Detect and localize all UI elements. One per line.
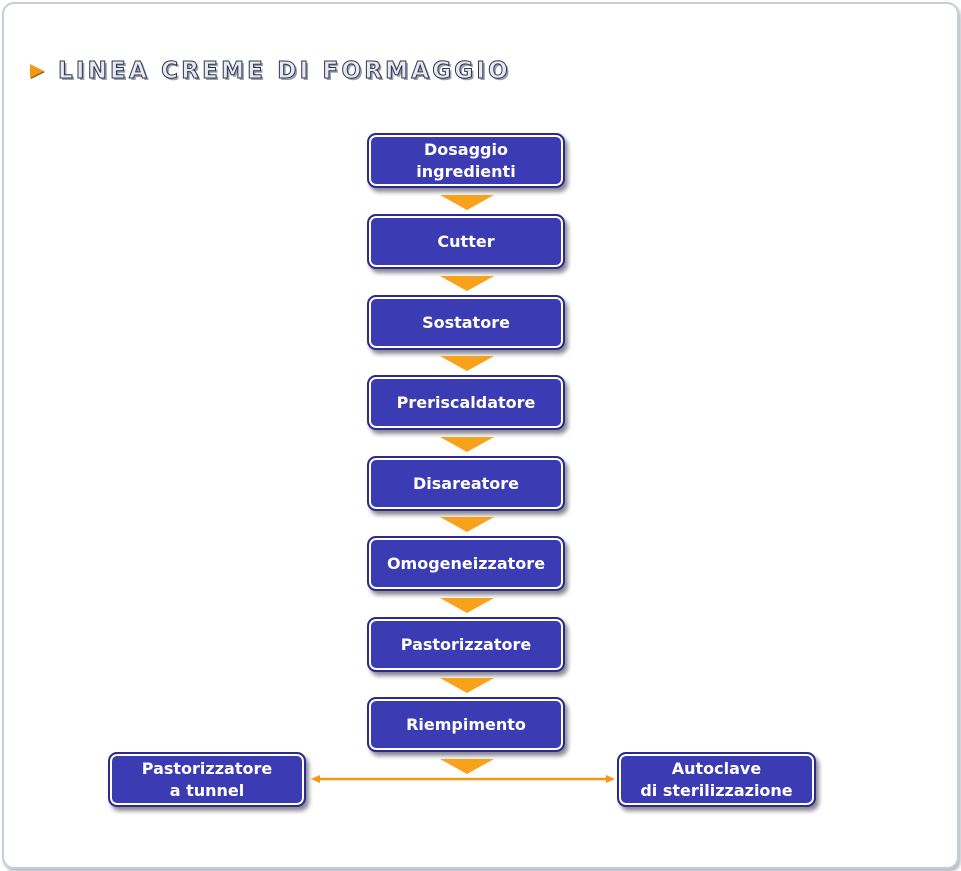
step-omogeneizzatore: Omogeneizzatore [367,536,565,591]
flow-arrow-7 [440,678,494,693]
step-pastorizzatore: Pastorizzatore [367,617,565,672]
branch-autoclave-di-sterilizzazione: Autoclave di sterilizzazione [617,752,816,807]
flow-arrow-6 [440,598,494,613]
title-arrow-icon [30,64,44,78]
branch-pastorizzatore-a-tunnel: Pastorizzatore a tunnel [108,752,306,807]
step-riempimento: Riempimento [367,697,565,752]
step-cutter: Cutter [367,214,565,269]
flow-arrow-3 [440,356,494,371]
step-disareatore: Disareatore [367,456,565,511]
branch-connector-left-arrowhead [311,775,320,783]
step-dosaggio-ingredienti: Dosaggio ingredienti [367,133,565,188]
step-sostatore: Sostatore [367,295,565,350]
flow-arrow-8 [440,759,494,774]
step-preriscaldatore: Preriscaldatore [367,375,565,430]
flow-arrow-4 [440,437,494,452]
flow-arrow-5 [440,517,494,532]
title-bar: LINEA CREME DI FORMAGGIO [30,56,511,86]
flow-arrow-1 [440,195,494,210]
branch-connector-right-arrowhead [606,775,615,783]
page-title: LINEA CREME DI FORMAGGIO [58,58,511,85]
flow-arrow-2 [440,276,494,291]
